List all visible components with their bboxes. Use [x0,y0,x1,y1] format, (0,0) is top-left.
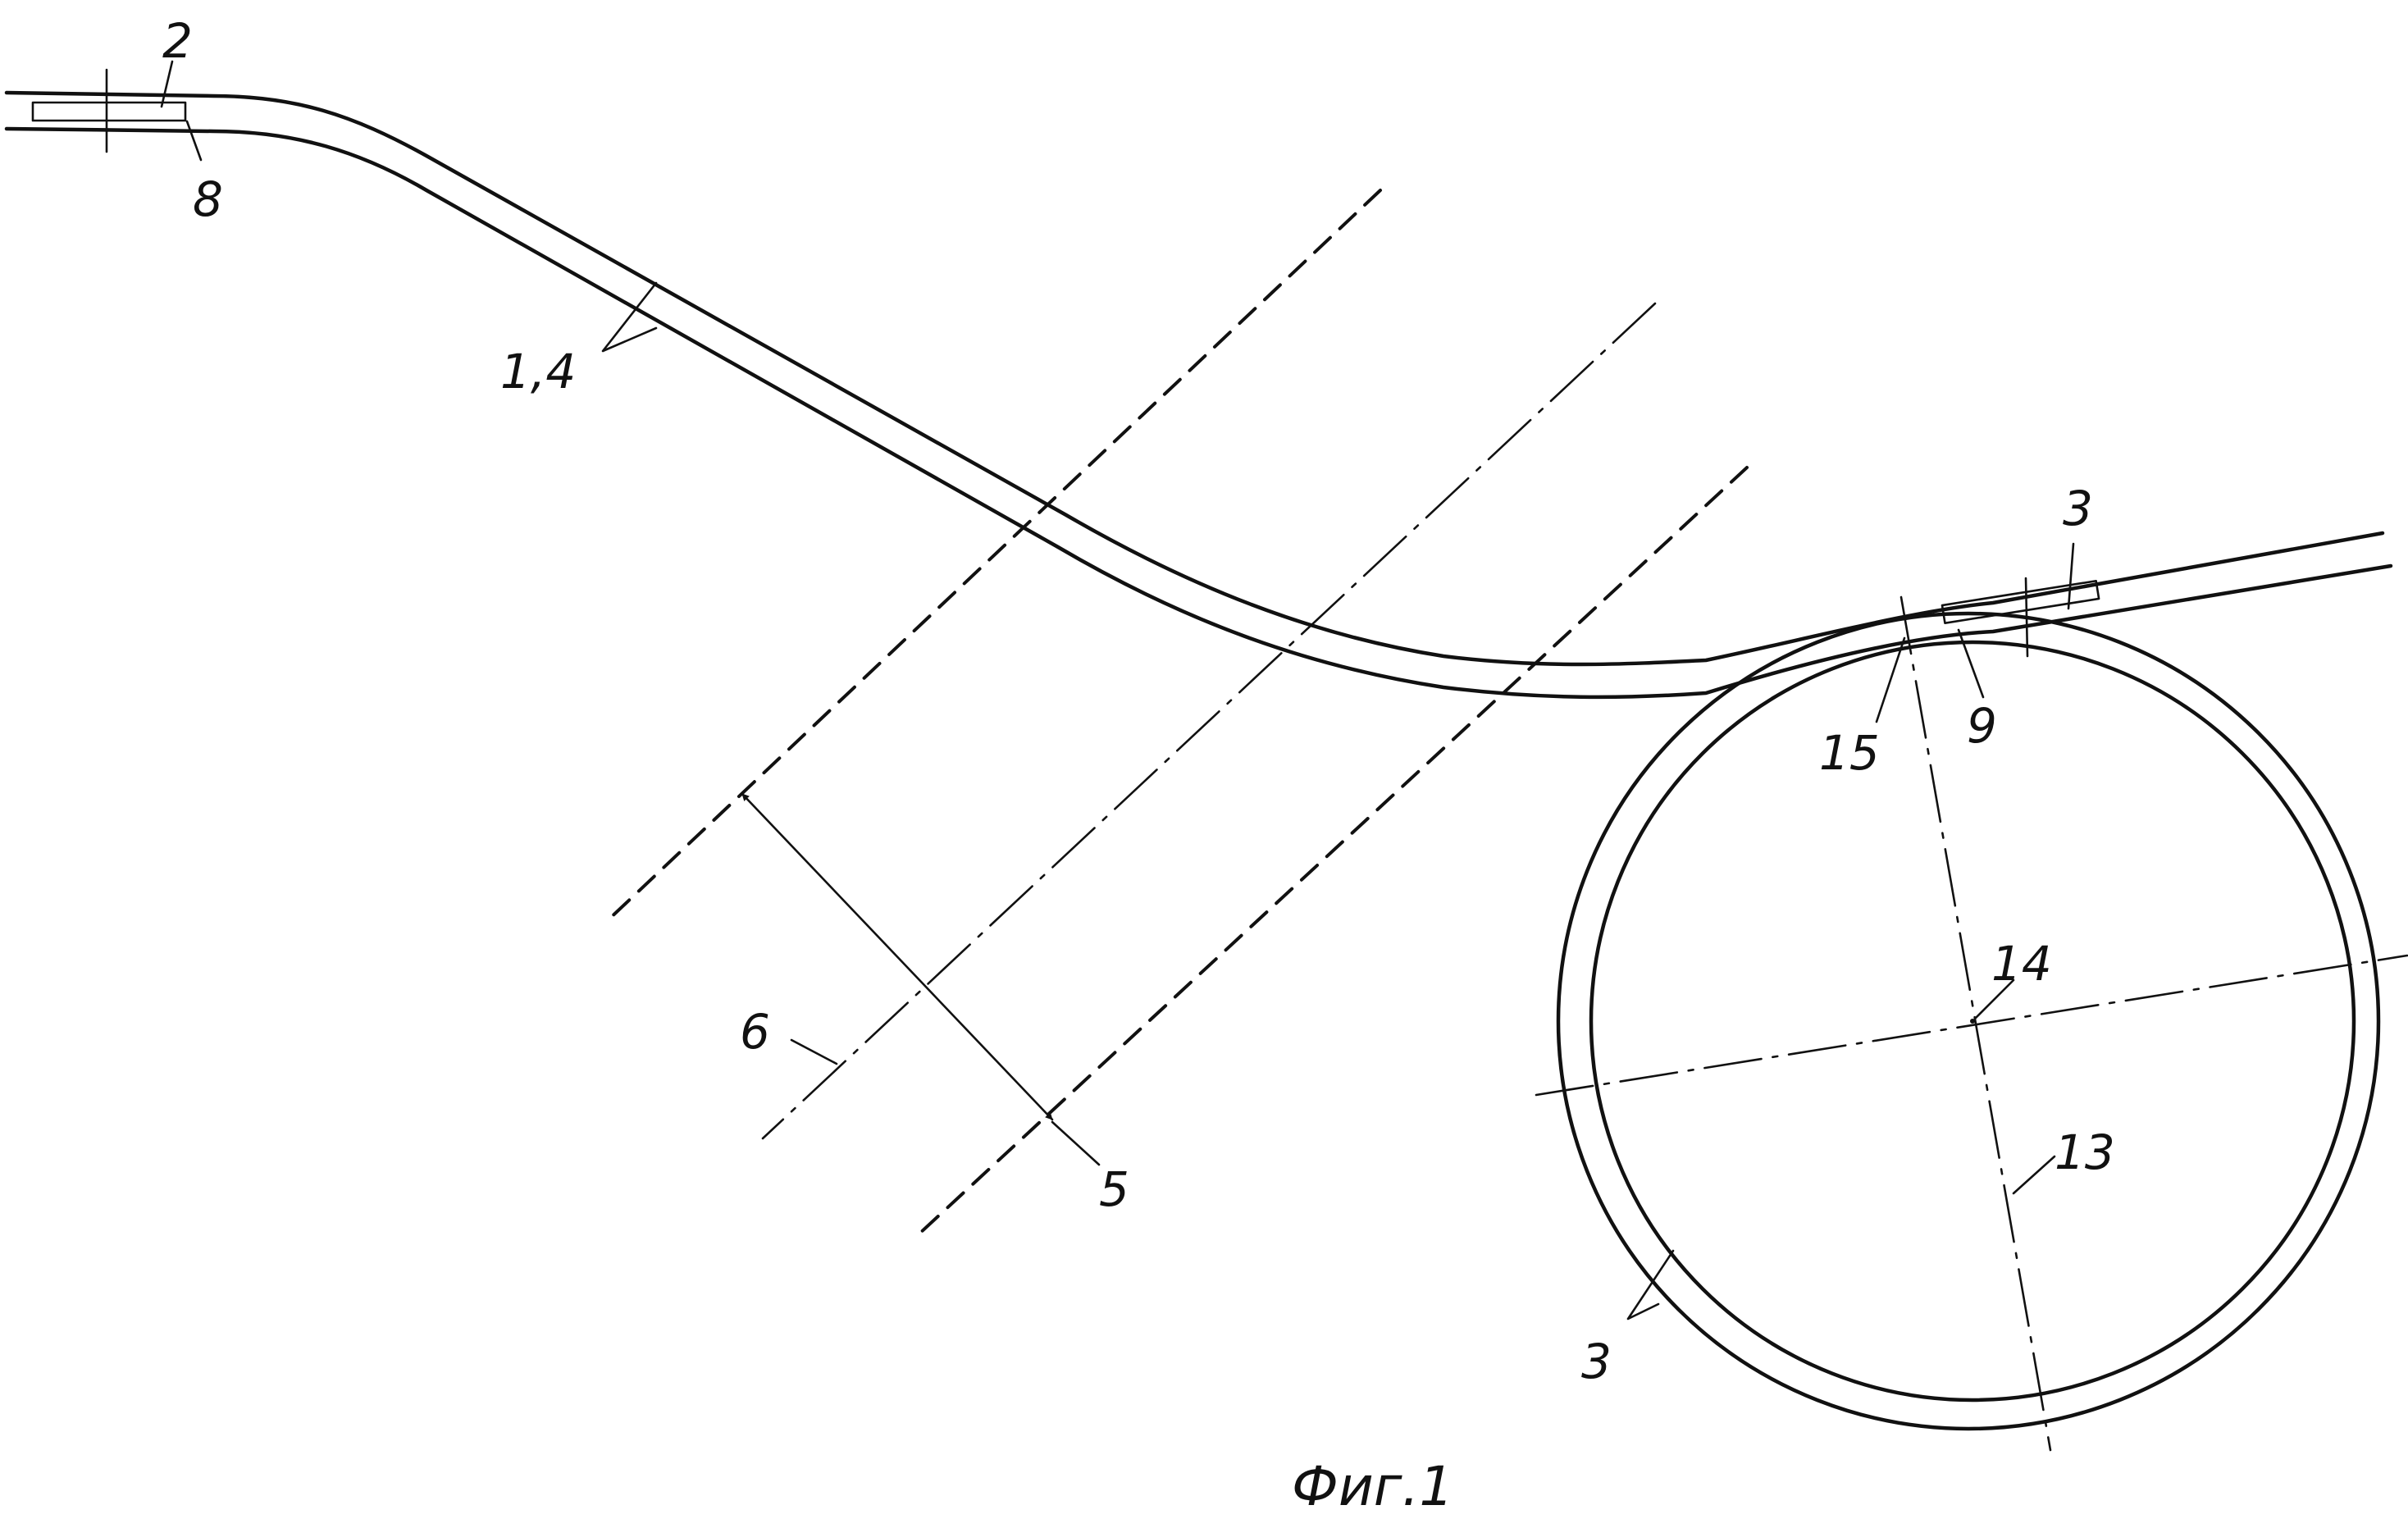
leader-1-4 [601,281,658,353]
dashed-line-upper [604,189,1382,924]
centerline-6 [761,302,1657,1140]
label-14: 14 [1991,936,2052,992]
label-3-top: 3 [2063,481,2093,536]
leader-2 [160,60,174,108]
leader-5 [1051,1120,1101,1166]
dashed-line-lower [917,466,1749,1236]
leader-6 [790,1038,838,1065]
strip-lower-edge [4,126,2393,700]
leader-13 [2012,1155,2056,1195]
leader-3-top [2067,542,2075,610]
drum-outer [1556,611,2381,1431]
strip-upper-edge [4,90,2385,667]
leader-14 [1973,978,2015,1020]
label-13: 13 [2055,1124,2115,1180]
clamp-left [31,101,187,122]
drum-inner [1589,640,2356,1403]
leader-9 [1957,628,1985,699]
label-1-4: 1,4 [500,344,576,399]
label-15: 15 [1819,725,1880,781]
leader-3-bottom [1626,1249,1675,1320]
label-6: 6 [740,1004,770,1060]
figure-caption: Фиг.1 [1292,1455,1453,1518]
drum-axis-horizontal [1535,954,2408,1097]
label-2: 2 [162,13,193,69]
drum-center-14 [1970,1019,1975,1024]
leader-15 [1875,636,1906,723]
label-9: 9 [1967,698,1997,754]
label-5: 5 [1099,1161,1129,1217]
dimension-arrow [741,792,1054,1121]
label-3-bottom: 3 [1581,1334,1612,1389]
label-8: 8 [193,171,223,227]
leader-8 [185,120,203,162]
